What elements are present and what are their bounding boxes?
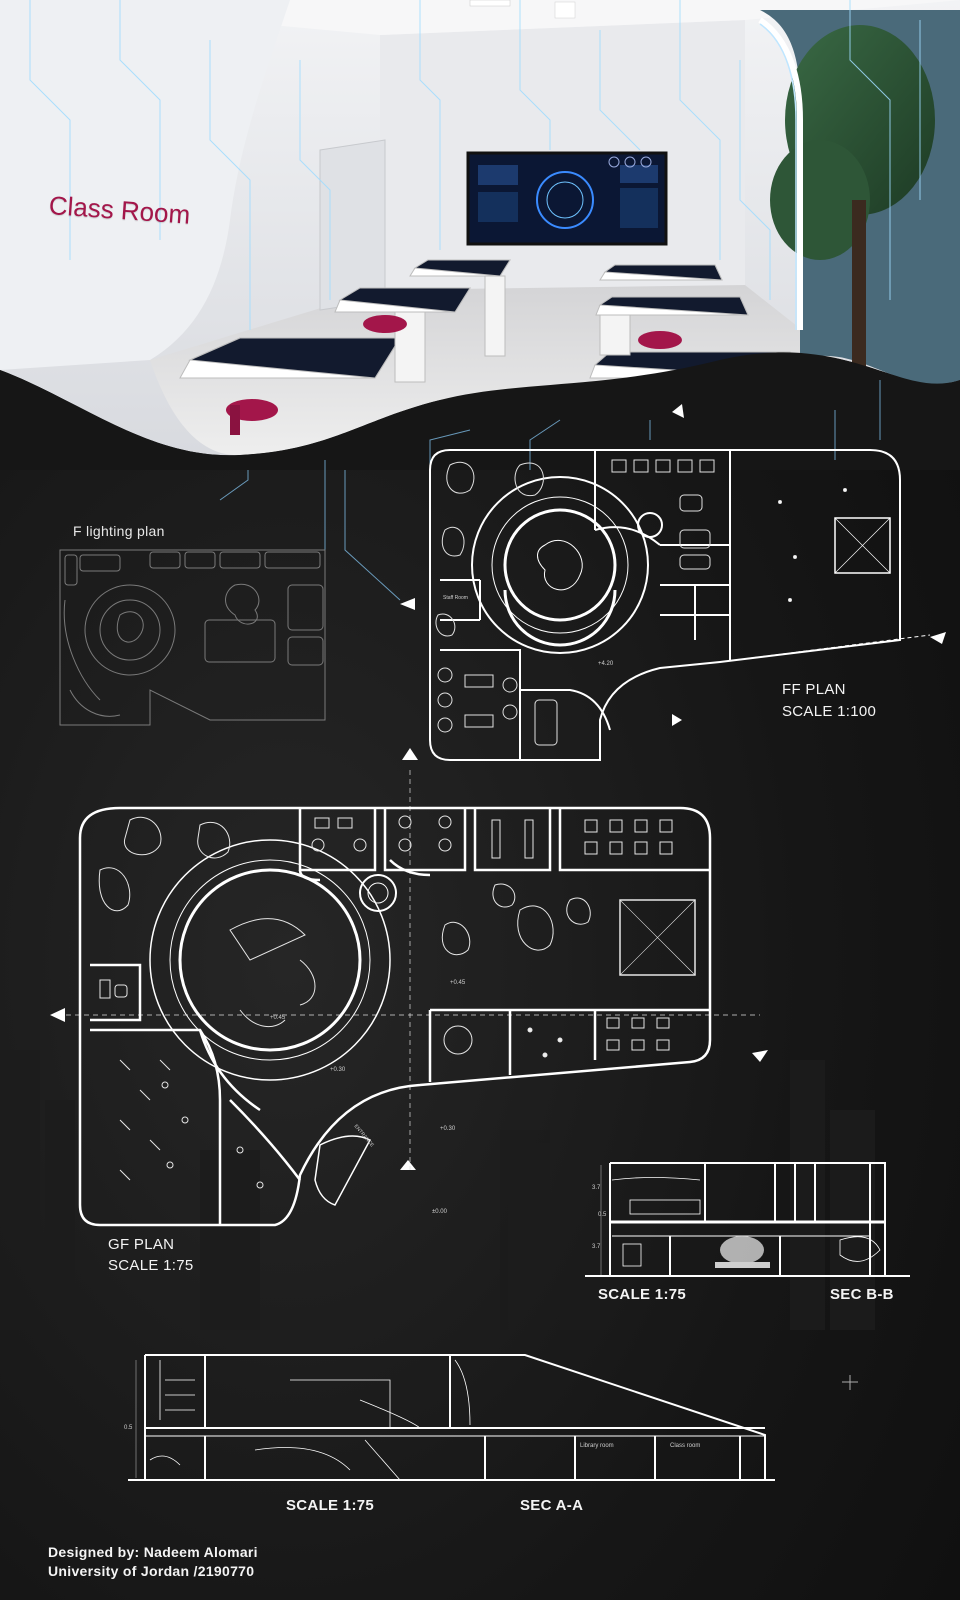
gf-plan-scale: SCALE 1:75 [108,1257,194,1274]
gf-level-2: +0.45 [270,1015,286,1021]
bb-dim-bottom: 3.7 [592,1244,601,1250]
lighting-plan-title: F lighting plan [73,523,165,539]
section-bb [585,1162,910,1277]
aa-room-label-2: Class room [670,1443,701,1449]
aa-room-label-1: Library room [580,1443,614,1449]
ff-plan-title: FF PLAN [782,681,846,698]
gf-plan-title: GF PLAN [108,1236,175,1253]
bb-dim-mid: 0.5 [598,1212,607,1218]
entrance-tag: ENTRANCE [352,1123,375,1149]
section-aa [128,1354,775,1481]
sec-aa-title: SEC A-A [520,1497,584,1514]
gf-level-4: +0.30 [440,1126,456,1132]
ff-plan-scale: SCALE 1:100 [782,703,877,720]
gf-level-3: +0.30 [330,1067,346,1073]
chairs [226,315,682,435]
gf-plan [78,806,712,1227]
staff-room-tag: Staff Room [443,595,468,601]
section-markers [50,404,946,1170]
bb-tree [715,1236,770,1268]
aa-dim: 0.5 [124,1425,133,1431]
bb-dim-top: 3.7 [592,1185,601,1191]
credits-university: University of Jordan /2190770 [48,1563,255,1579]
sec-bb-title: SEC B-B [830,1286,894,1303]
desk-group [179,259,801,383]
credits-designer: Designed by: Nadeem Alomari [48,1544,258,1560]
sec-aa-scale: SCALE 1:75 [286,1497,375,1514]
gf-furniture [98,815,696,1189]
gf-level-5: ±0.00 [432,1209,447,1215]
sec-bb-scale: SCALE 1:75 [598,1286,687,1303]
classroom-render [0,0,960,470]
circuit-lines [29,0,921,330]
ff-level: +4.20 [598,661,614,667]
lighting-plan [59,549,326,726]
gf-level-1: +0.45 [450,980,466,986]
